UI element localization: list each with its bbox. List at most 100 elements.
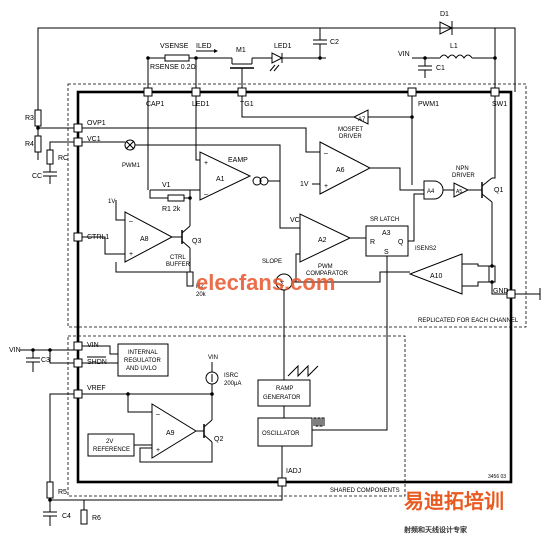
label-r1: R1 2k xyxy=(162,206,181,213)
pin-ctrl1 xyxy=(73,232,83,242)
wire-q1-gnd xyxy=(491,282,507,295)
pin-vc1 xyxy=(73,137,83,147)
a9-minus: – xyxy=(156,411,160,418)
wire-a10-sigma xyxy=(292,271,410,283)
label-shared: SHARED COMPONENTS xyxy=(330,488,400,494)
label-replicated: REPLICATED FOR EACH CHANNEL xyxy=(418,318,519,324)
a8-plus: + xyxy=(129,251,133,258)
pin-label-led1: LED1 xyxy=(192,101,210,108)
label-ctrl-buffer-2: BUFFER xyxy=(166,262,191,268)
mosfet-m1 xyxy=(230,58,254,92)
label-vin-isrc: VIN xyxy=(208,355,218,361)
resistor-sense-q1 xyxy=(488,265,496,283)
diode-d1 xyxy=(439,21,454,35)
resistor-r2 xyxy=(186,271,194,287)
amp-eamp-a1 xyxy=(199,151,252,201)
label-vin-left: VIN xyxy=(9,347,21,354)
junction-dot xyxy=(48,348,52,352)
junction-dot xyxy=(126,392,130,396)
replicated-channel-box xyxy=(67,83,527,328)
wire-vref-ext xyxy=(49,393,74,482)
label-npn-1: NPN xyxy=(456,166,469,172)
label-fig-id: 3456 03 xyxy=(488,474,506,480)
wire-q3-emitter xyxy=(115,248,191,273)
pin-label-cap1: CAP1 xyxy=(146,101,164,108)
label-sr-latch: SR LATCH xyxy=(370,217,399,223)
junction-dot xyxy=(493,56,497,60)
watermark-cn-sub: 射频和天线设计专家 xyxy=(403,525,468,534)
amp-a10-isense xyxy=(408,253,463,295)
label-a10: A10 xyxy=(430,273,443,280)
pwm1-switch-x2 xyxy=(125,140,135,150)
label-a7: A7 xyxy=(358,117,366,123)
latch-r: R xyxy=(370,239,375,246)
wire-led1-to-a1 xyxy=(195,96,200,161)
junction-dot xyxy=(31,348,35,352)
a8-minus: – xyxy=(129,218,133,225)
wire-tg1-a7 xyxy=(241,96,354,118)
wire-a6-out xyxy=(370,167,424,191)
label-r4: R4 xyxy=(25,141,34,148)
label-slope: SLOPE xyxy=(262,259,282,265)
pin-tg1 xyxy=(237,87,247,97)
label-internal-3: AND UVLO xyxy=(126,366,157,372)
wire-ovp-a6 xyxy=(82,127,320,153)
label-q1: Q1 xyxy=(494,187,503,194)
label-ramp-1: RAMP xyxy=(276,386,293,392)
label-pwm1-inner: PWM1 xyxy=(122,163,141,169)
a1-plus: + xyxy=(204,160,208,167)
oscillator-block xyxy=(257,417,313,447)
resistor-r4 xyxy=(34,135,42,153)
junction-dot xyxy=(318,56,322,60)
label-rsense: RSENSE 0.2Ω xyxy=(150,64,196,71)
wire-a10-sense-b xyxy=(462,281,492,287)
label-ctrl-buffer-1: CTRL xyxy=(170,255,186,261)
label-c1: C1 xyxy=(436,65,445,72)
wire-r1 xyxy=(149,190,168,199)
pin-label-iadj: IADJ xyxy=(286,468,301,475)
resistor-rsense xyxy=(164,54,190,62)
wire-l1-sw xyxy=(472,57,496,92)
wire-vin-reg xyxy=(82,345,118,355)
label-isrc-val: 200µA xyxy=(224,381,241,387)
watermark-elecfans: elecfans.com xyxy=(196,270,335,295)
wire-shdn xyxy=(49,350,74,364)
label-npn-2: DRIVER xyxy=(452,173,475,179)
pin-vin xyxy=(73,341,83,351)
pin-sw1 xyxy=(490,87,500,97)
label-a6: A6 xyxy=(336,167,345,174)
label-internal-1: INTERNAL xyxy=(128,350,158,356)
wire-q1-sw xyxy=(492,96,496,179)
label-1v-a6: 1V xyxy=(300,181,309,188)
a1-minus: – xyxy=(204,191,208,198)
label-q2: Q2 xyxy=(214,436,223,443)
label-pwm-comp-1: PWM xyxy=(318,264,333,270)
pin-label-gnd: GND xyxy=(493,288,509,295)
label-r5: R5 xyxy=(58,489,67,496)
wire-latch-a4 xyxy=(408,193,424,242)
resistor-r1 xyxy=(167,194,185,202)
gate-a4 xyxy=(423,180,444,200)
transistor-q2 xyxy=(203,419,213,443)
label-oscillator: OSCILLATOR xyxy=(262,431,300,437)
label-v1: V1 xyxy=(162,182,171,189)
gm-circle-a xyxy=(252,176,262,186)
label-led1: LED1 xyxy=(274,43,292,50)
junction-dot xyxy=(490,264,494,268)
label-ramp-2: GENERATOR xyxy=(263,395,301,401)
clock-waveform-icon xyxy=(313,417,325,427)
label-a2: A2 xyxy=(318,237,327,244)
junction-dot xyxy=(36,126,40,130)
wire-a8-1v xyxy=(115,200,125,221)
wire-a10-sense xyxy=(462,263,492,267)
label-m1: M1 xyxy=(236,47,246,54)
pin-label-vc1: VC1 xyxy=(87,136,101,143)
label-a9: A9 xyxy=(166,430,175,437)
label-q3: Q3 xyxy=(192,238,201,245)
pin-shdn xyxy=(73,358,83,368)
junction-dot xyxy=(423,56,427,60)
ic-outline xyxy=(76,90,513,484)
amp-a8-ctrl-buffer xyxy=(124,211,174,263)
label-a8: A8 xyxy=(140,236,149,243)
